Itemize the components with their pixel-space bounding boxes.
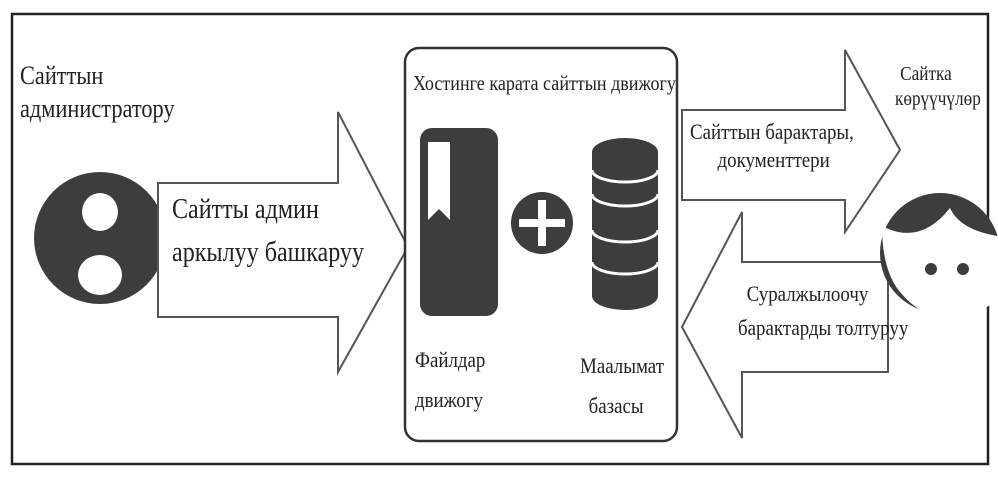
visitor-label: Сайтка көрүүчүлөр bbox=[895, 62, 981, 112]
files-label-line2: движогу bbox=[415, 386, 483, 412]
admin-arrow-line2: аркылуу башкаруу bbox=[172, 237, 365, 268]
admin-arrow-line1: Сайтты админ bbox=[172, 194, 319, 225]
admin-label-line1: Сайттын bbox=[20, 61, 104, 90]
admin-arrow-label: Сайтты админ аркылуу башкаруу bbox=[172, 192, 364, 270]
engine-box-title: Хостинге карата сайттын движогу bbox=[413, 70, 676, 96]
request-arrow-line2: барактарды толтуруу bbox=[738, 314, 909, 340]
admin-label: Сайттын администратору bbox=[20, 60, 175, 125]
files-engine-label: Файлдар движогу bbox=[415, 346, 485, 413]
visitor-label-line1: Сайтка bbox=[900, 63, 952, 85]
engine-box-title-text: Хостинге карата сайттын движогу bbox=[413, 71, 676, 95]
pages-arrow-label: Сайттын барактары, документтери bbox=[690, 118, 854, 173]
database-icon bbox=[590, 138, 660, 310]
files-label-line1: Файлдар bbox=[415, 347, 486, 372]
admin-label-line2: администратору bbox=[20, 93, 175, 123]
request-arrow-label: Суралжылоочу барактарды толтуруу bbox=[738, 280, 908, 341]
request-arrow-line1: Суралжылоочу bbox=[746, 281, 869, 306]
database-label: Маалымат базасы bbox=[580, 352, 664, 419]
book-icon bbox=[420, 128, 498, 316]
admin-arrow-shape bbox=[157, 111, 410, 376]
pages-arrow-line1: Сайттын барактары, bbox=[690, 119, 854, 144]
pages-arrow-line2: документтери bbox=[717, 146, 830, 172]
pages-arrow-shape bbox=[681, 49, 902, 236]
plus-icon bbox=[511, 192, 573, 254]
visitor-label-line2: көрүүчүлөр bbox=[895, 88, 981, 110]
visitor-face-icon bbox=[880, 193, 998, 319]
admin-user-icon bbox=[34, 172, 166, 304]
db-label-line2: базасы bbox=[588, 392, 644, 418]
db-label-line1: Маалымат bbox=[580, 353, 664, 378]
request-arrow-shape bbox=[680, 211, 889, 439]
